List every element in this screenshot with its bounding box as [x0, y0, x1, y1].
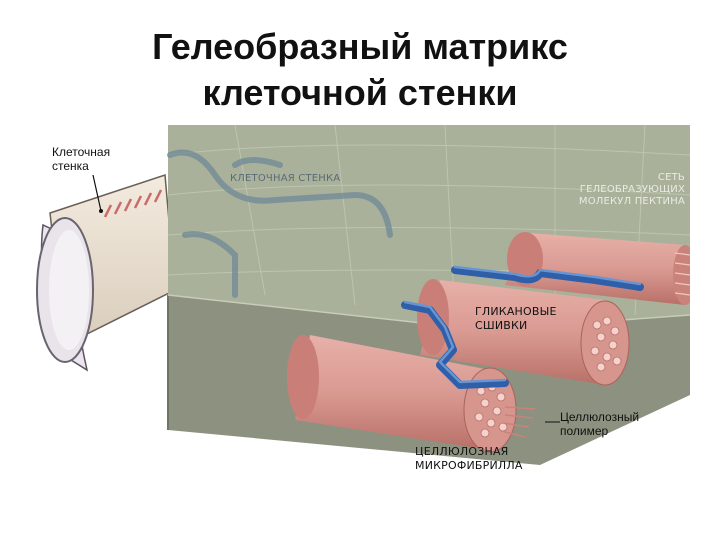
- label-cell-wall: Клеточная стенка: [52, 145, 110, 173]
- label-cell-wall-line-1: Клеточная: [52, 145, 111, 159]
- label-glycan-line-1: ГЛИКАНОВЫЕ: [475, 305, 557, 318]
- label-pectin-line-1: СЕТЬ: [657, 172, 685, 183]
- cell-tube-fibers: [103, 189, 163, 218]
- slide-title: Гелеобразный матрикс клеточной стенки: [0, 24, 720, 116]
- label-cellulose-polymer: Целлюлозный полимер: [560, 410, 639, 438]
- cell-wall-diagram: Клеточная стенка КЛЕТОЧНАЯ СТЕНКА СЕТЬ Г…: [35, 124, 697, 490]
- cell-wall-illustration: [36, 124, 697, 465]
- label-pectin-line-3: МОЛЕКУЛ ПЕКТИНА: [578, 196, 685, 207]
- cellulose-polymer-strands: [500, 406, 536, 438]
- slide-title-line-1: Гелеобразный матрикс: [152, 26, 568, 67]
- label-cell-wall-inner: КЛЕТОЧНАЯ СТЕНКА: [230, 173, 341, 184]
- cell-tube: [36, 173, 176, 372]
- label-pectin-line-2: ГЕЛЕОБРАЗУЮЩИХ: [579, 184, 685, 195]
- label-cellulose-polymer-line-2: полимер: [560, 424, 609, 438]
- embedded-glycan-strands: [167, 149, 393, 298]
- label-microfibril-line-1: ЦЕЛЛЮЛОЗНАЯ: [415, 445, 509, 458]
- glycan-crosslinks: [401, 266, 644, 389]
- label-microfibril-line-2: МИКРОФИБРИЛЛА: [415, 459, 523, 472]
- label-glycan-line-2: СШИВКИ: [475, 319, 528, 332]
- label-pectin-network: СЕТЬ ГЕЛЕОБРАЗУЮЩИХ МОЛЕКУЛ ПЕКТИНА: [555, 172, 685, 208]
- slide-title-line-2: клеточной стенки: [202, 72, 518, 113]
- label-glycan-crosslinks: ГЛИКАНОВЫЕ СШИВКИ: [475, 305, 557, 333]
- label-cell-wall-line-2: стенка: [52, 159, 89, 173]
- label-cellulose-microfibril: ЦЕЛЛЮЛОЗНАЯ МИКРОФИБРИЛЛА: [415, 445, 523, 473]
- label-cellulose-polymer-line-1: Целлюлозный: [560, 410, 640, 424]
